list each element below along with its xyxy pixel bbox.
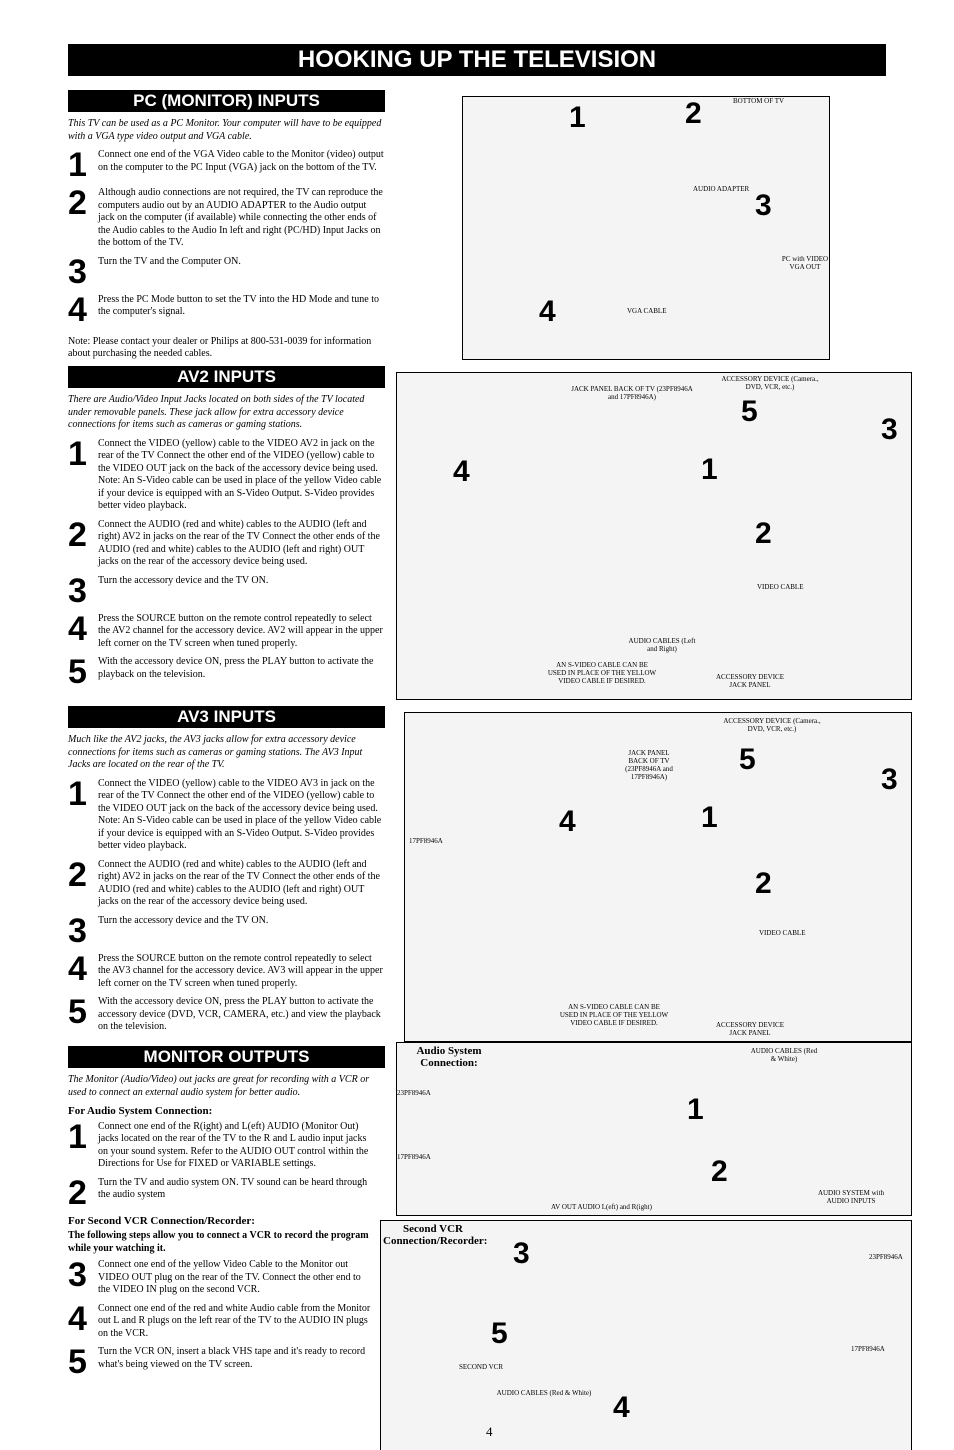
pc-note: Note: Please contact your dealer or Phil… xyxy=(68,335,372,360)
av2-diagram: JACK PANEL BACK OF TV (23PF8946A and 17P… xyxy=(396,372,912,700)
av2-intro: There are Audio/Video Input Jacks locate… xyxy=(68,394,365,430)
mon-sub2: For Second VCR Connection/Recorder: xyxy=(68,1214,255,1227)
av2-heading: AV2 INPUTS xyxy=(68,366,385,388)
vcr-step3: Connect one end of the yellow Video Cabl… xyxy=(98,1259,361,1295)
av2-step3: Turn the accessory device and the TV ON. xyxy=(98,574,269,586)
av3-step5: With the accessory device ON, press the … xyxy=(98,996,381,1032)
pc-diagram: BOTTOM OF TV AUDIO ADAPTER PC with VIDEO… xyxy=(462,96,830,360)
vcr-step4: Connect one end of the red and white Aud… xyxy=(98,1302,371,1339)
page-title: HOOKING UP THE TELEVISION xyxy=(68,44,886,76)
av3-step4: Press the SOURCE button on the remote co… xyxy=(98,952,383,989)
av2-step1: Connect the VIDEO (yellow) cable to the … xyxy=(98,437,382,512)
av3-heading: AV3 INPUTS xyxy=(68,706,385,728)
pc-step3: Turn the TV and the Computer ON. xyxy=(98,255,241,267)
av3-step2: Connect the AUDIO (red and white) cables… xyxy=(98,858,380,908)
av2-step4: Press the SOURCE button on the remote co… xyxy=(98,612,383,649)
pc-step2: Although audio connections are not requi… xyxy=(98,187,383,248)
av2-step2: Connect the AUDIO (red and white) cables… xyxy=(98,518,380,568)
mon-lead: The following steps allow you to connect… xyxy=(68,1230,369,1254)
vcr-diagram: Second VCR Connection/Recorder: 23PF8946… xyxy=(380,1220,912,1450)
mon-heading: MONITOR OUTPUTS xyxy=(68,1046,385,1068)
av3-step1: Connect the VIDEO (yellow) cable to the … xyxy=(98,777,382,852)
av2-text: There are Audio/Video Input Jacks locate… xyxy=(68,394,383,691)
av3-intro: Much like the AV2 jacks, the AV3 jacks a… xyxy=(68,734,363,770)
mon-step2: Turn the TV and audio system ON. TV soun… xyxy=(98,1176,368,1201)
mon-step1: Connect one end of the R(ight) and L(eft… xyxy=(98,1120,369,1170)
av3-step3: Turn the accessory device and the TV ON. xyxy=(98,914,269,926)
pc-heading: PC (MONITOR) INPUTS xyxy=(68,90,385,112)
av3-text: Much like the AV2 jacks, the AV3 jacks a… xyxy=(68,734,383,1032)
mon-sub1: For Audio System Connection: xyxy=(68,1105,213,1117)
pc-intro: This TV can be used as a PC Monitor. You… xyxy=(68,118,382,142)
av3-diagram: JACK PANEL BACK OF TV (23PF8946A and 17P… xyxy=(404,712,912,1042)
audio-diagram: Audio System Connection: 23PF8946A 17PF8… xyxy=(396,1042,912,1216)
vcr-step5: Turn the VCR ON, insert a black VHS tape… xyxy=(98,1346,366,1370)
pc-text: This TV can be used as a PC Monitor. You… xyxy=(68,118,384,360)
mon-text: The Monitor (Audio/Video) out jacks are … xyxy=(68,1074,374,1384)
pc-step1: Connect one end of the VGA Video cable t… xyxy=(98,149,384,173)
pc-step4: Press the PC Mode button to set the TV i… xyxy=(98,293,380,318)
av2-step5: With the accessory device ON, press the … xyxy=(98,656,374,680)
mon-intro: The Monitor (Audio/Video) out jacks are … xyxy=(68,1074,370,1098)
page-number: 4 xyxy=(486,1424,493,1439)
